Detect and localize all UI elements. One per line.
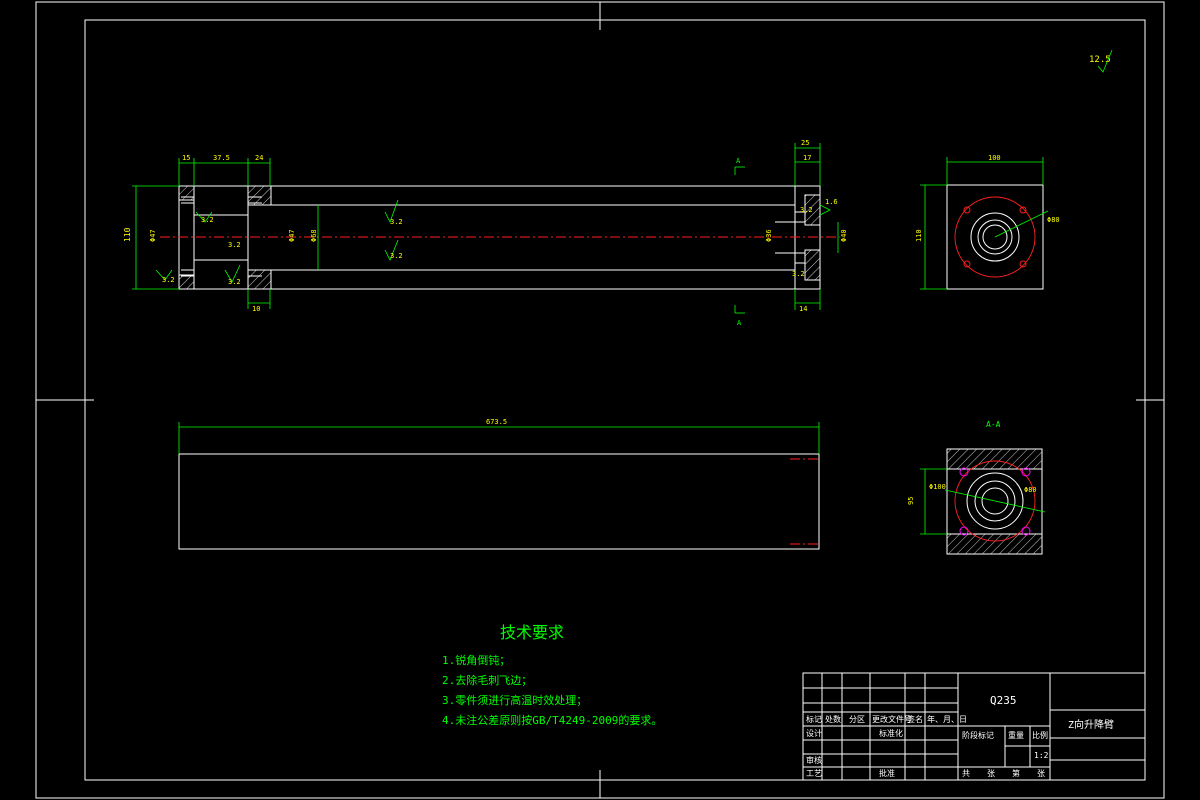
svg-text:Φ36: Φ36 [765, 229, 773, 242]
note-item: 1.锐角倒钝； [442, 653, 510, 667]
svg-text:标准化: 标准化 [879, 728, 903, 738]
svg-text:Φ80: Φ80 [1047, 216, 1060, 224]
note-item: 2.去除毛刺飞边； [442, 673, 532, 687]
svg-text:批准: 批准 [879, 768, 895, 778]
svg-text:Φ68: Φ68 [310, 229, 318, 242]
svg-text:3.2: 3.2 [228, 278, 241, 286]
roughness-symbol: 12.5 [1089, 49, 1113, 73]
svg-text:37.5: 37.5 [213, 154, 230, 162]
material: Q235 [990, 694, 1017, 707]
svg-text:110: 110 [915, 229, 923, 242]
svg-text:17: 17 [803, 154, 811, 162]
svg-text:共: 共 [962, 769, 970, 778]
svg-text:Φ47: Φ47 [288, 229, 296, 242]
section-view: A-A 95 Φ100 Φ80 [907, 420, 1046, 555]
svg-text:张: 张 [1037, 769, 1045, 778]
svg-text:3.2: 3.2 [201, 216, 214, 224]
svg-text:分区: 分区 [849, 715, 865, 724]
side-view: 100 110 Φ80 [915, 154, 1060, 290]
svg-text:95: 95 [907, 497, 915, 505]
svg-text:更改文件号: 更改文件号 [872, 714, 912, 724]
svg-text:1:2: 1:2 [1034, 751, 1049, 760]
drawing-frame [35, 1, 1165, 799]
svg-text:处数: 处数 [825, 714, 841, 724]
title-block: 标记 处数 分区 更改文件号 签名 年、月、日 设计 标准化 审核 工艺 批准 … [802, 672, 1146, 781]
svg-text:3.2: 3.2 [228, 241, 241, 249]
svg-text:审核: 审核 [806, 755, 822, 765]
svg-text:15: 15 [182, 154, 190, 162]
svg-text:12.5: 12.5 [1089, 55, 1111, 65]
svg-text:A-A: A-A [986, 420, 1001, 429]
svg-text:14: 14 [799, 305, 807, 313]
svg-text:签名: 签名 [907, 714, 923, 724]
part-name: Z向升降臂 [1068, 718, 1114, 731]
svg-text:3.2: 3.2 [800, 206, 813, 214]
svg-text:25: 25 [801, 139, 809, 147]
svg-text:673.5: 673.5 [486, 418, 507, 426]
svg-text:110: 110 [123, 227, 132, 242]
svg-text:第: 第 [1012, 768, 1020, 778]
svg-text:24: 24 [255, 154, 263, 162]
technical-notes: 技术要求 1.锐角倒钝； 2.去除毛刺飞边； 3.零件须进行高温时效处理； 4.… [442, 623, 662, 727]
notes-title: 技术要求 [500, 623, 564, 642]
note-item: 3.零件须进行高温时效处理； [442, 693, 587, 707]
svg-text:A: A [736, 157, 741, 165]
bottom-view: 673.5 [178, 418, 820, 550]
svg-text:设计: 设计 [806, 728, 822, 738]
svg-text:100: 100 [988, 154, 1001, 162]
svg-text:比例: 比例 [1032, 730, 1048, 740]
svg-text:3.2: 3.2 [792, 270, 805, 278]
svg-text:标记: 标记 [806, 714, 822, 724]
note-item: 4.未注公差原则按GB/T4249-2009的要求。 [442, 713, 662, 727]
svg-text:3.2: 3.2 [390, 252, 403, 260]
svg-text:Φ47: Φ47 [149, 229, 157, 242]
front-view: 110 15 37.5 24 10 25 17 14 Φ47 Φ68 Φ47 Φ… [123, 139, 848, 327]
svg-text:10: 10 [252, 305, 260, 313]
svg-text:张: 张 [987, 769, 995, 778]
svg-text:3.2: 3.2 [162, 276, 175, 284]
svg-text:Φ80: Φ80 [1024, 486, 1037, 494]
svg-text:3.2: 3.2 [390, 218, 403, 226]
svg-text:Φ100: Φ100 [929, 483, 946, 491]
svg-text:重量: 重量 [1008, 730, 1024, 740]
svg-text:A: A [737, 319, 742, 327]
svg-text:工艺: 工艺 [806, 769, 822, 778]
svg-text:1.6: 1.6 [825, 198, 838, 206]
svg-text:阶段标记: 阶段标记 [962, 730, 994, 740]
svg-text:Φ40: Φ40 [840, 229, 848, 242]
svg-text:年、月、日: 年、月、日 [927, 714, 967, 724]
